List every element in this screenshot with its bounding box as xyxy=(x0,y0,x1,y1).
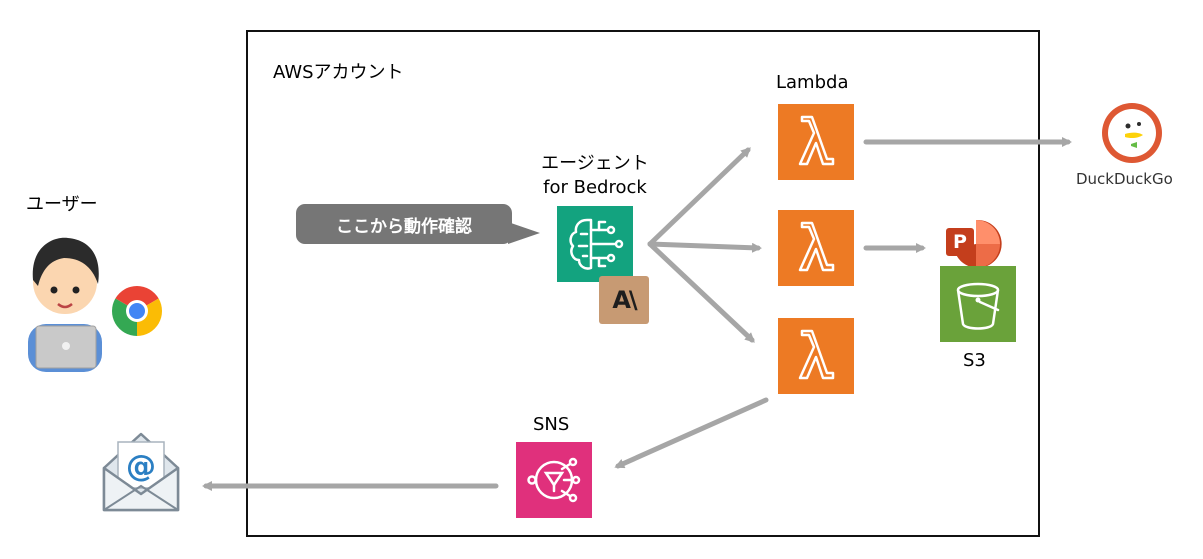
s3-label: S3 xyxy=(963,350,986,371)
arrow-agent-to-lambda-mid xyxy=(647,241,762,253)
anthropic-logo-text: A\ xyxy=(612,286,637,314)
s3-bucket-icon xyxy=(940,266,1016,342)
lambda-function-icon-2 xyxy=(778,210,854,286)
sns-topic-icon xyxy=(516,442,592,518)
aws-account-label: AWSアカウント xyxy=(273,62,404,83)
email-envelope-icon: @ xyxy=(100,428,182,512)
lambda-label: Lambda xyxy=(776,72,849,93)
aws-account-boundary xyxy=(246,30,1040,537)
lambda-function-icon-1 xyxy=(778,104,854,180)
arrow-lambda-to-sns xyxy=(614,397,769,469)
duckduckgo-label: DuckDuckGo xyxy=(1076,170,1173,188)
sns-label: SNS xyxy=(533,414,570,435)
agent-label-line1: エージェント xyxy=(541,153,649,174)
user-label: ユーザー xyxy=(26,194,98,215)
user-with-laptop-icon xyxy=(24,232,106,374)
svg-text:@: @ xyxy=(126,449,156,484)
arrow-agent-to-lambda-top xyxy=(647,147,751,247)
agent-label: エージェント for Bedrock xyxy=(520,152,670,200)
anthropic-logo-icon: A\ xyxy=(599,276,649,324)
start-here-callout: ここから動作確認 xyxy=(296,204,512,244)
duckduckgo-logo-icon xyxy=(1101,102,1163,164)
callout-pointer xyxy=(508,222,540,244)
powerpoint-file-icon: P xyxy=(944,218,1002,270)
callout-label: ここから動作確認 xyxy=(336,216,472,237)
agent-label-line2: for Bedrock xyxy=(543,177,647,198)
chrome-icon xyxy=(112,286,162,336)
powerpoint-letter: P xyxy=(953,231,967,253)
lambda-function-icon-3 xyxy=(778,318,854,394)
bedrock-agent-icon xyxy=(557,206,633,282)
arrow-agent-to-lambda-bottom xyxy=(647,241,755,343)
